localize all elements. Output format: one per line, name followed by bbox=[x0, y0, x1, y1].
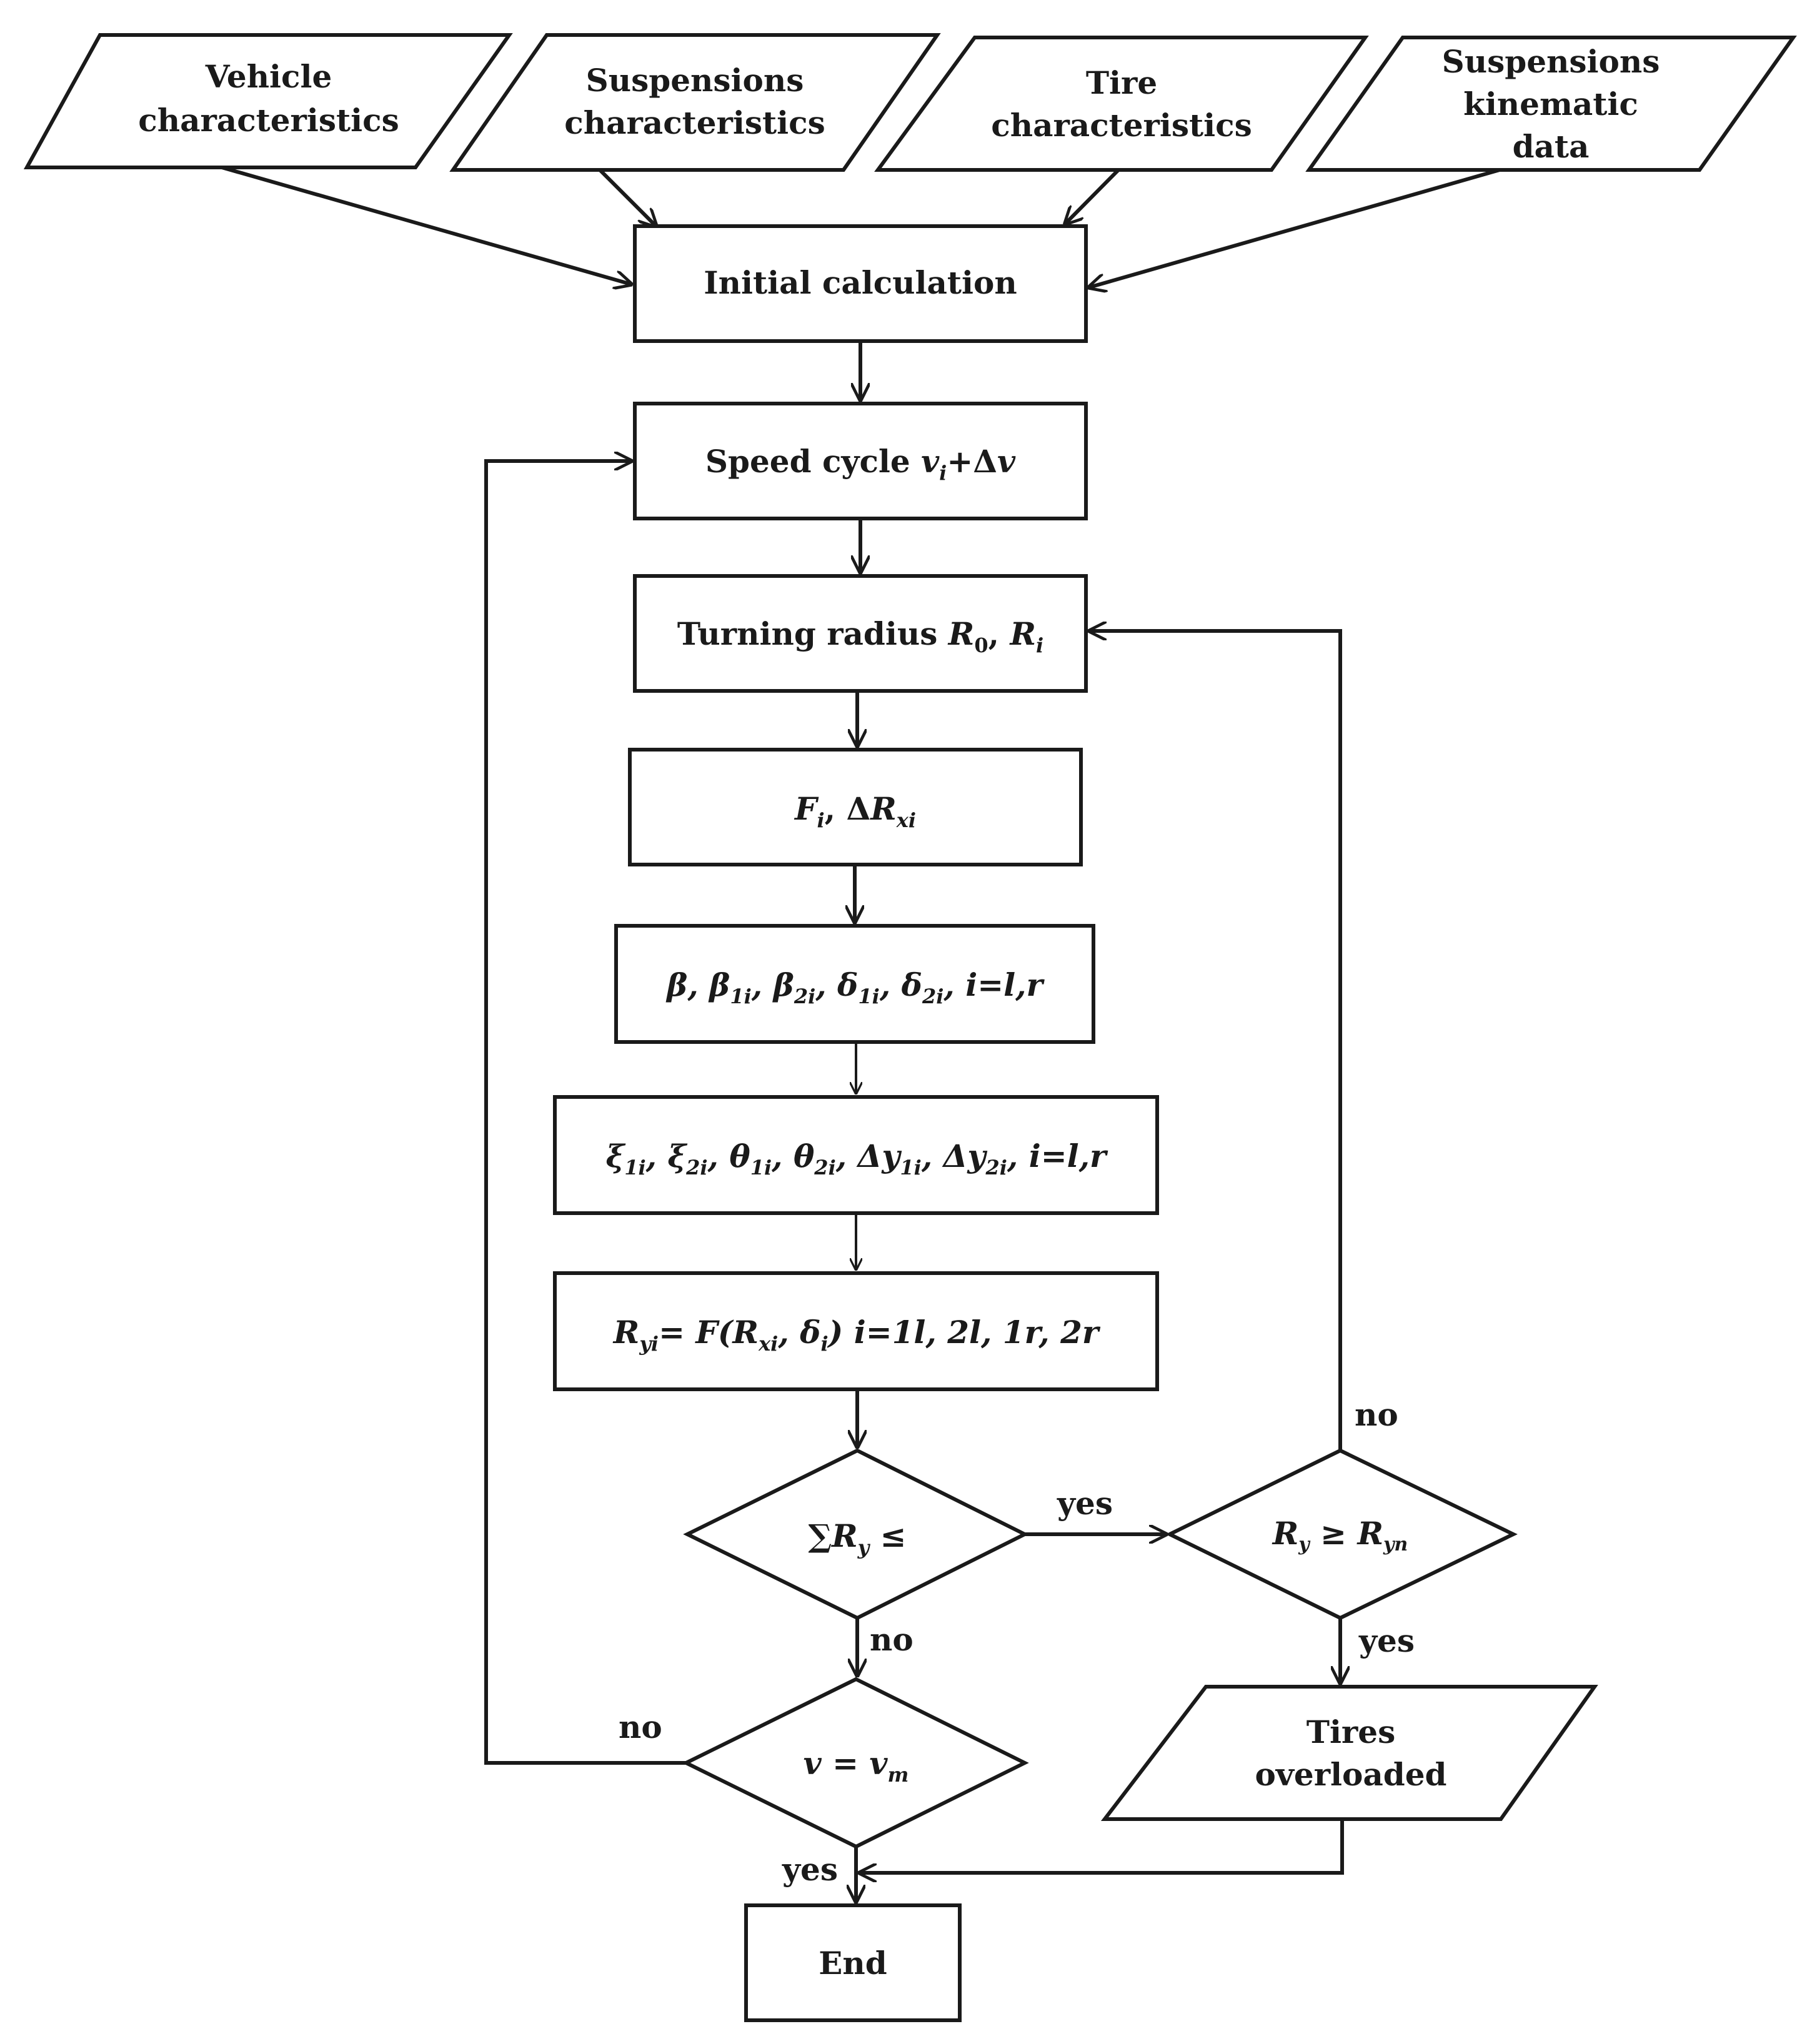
decision-ry-label: Ry ≥ Ryn bbox=[1272, 1515, 1408, 1555]
initial-calculation-label: Initial calculation bbox=[704, 264, 1017, 301]
label-no-left: no bbox=[619, 1709, 662, 1745]
turning-radius-label: Turning radius R0, Ri bbox=[677, 615, 1043, 657]
edge-ry-no-to-turning bbox=[1090, 631, 1342, 1451]
tires-line2: overloaded bbox=[1255, 1756, 1446, 1793]
box-forces: Fi, ΔRxi bbox=[628, 748, 1083, 866]
box-turning-radius: Turning radius R0, Ri bbox=[633, 574, 1088, 693]
label-yes-down: yes bbox=[1358, 1622, 1415, 1659]
kinematic-params-label: ξ1i, ξ2i, θ1i, θ2i, Δy1i, Δy2i, i=l,r bbox=[606, 1138, 1108, 1179]
vehicle-line1: Vehicle bbox=[205, 58, 332, 95]
edge-tires-to-end bbox=[860, 1819, 1344, 1873]
box-lateral-forces: Ryi= F(Rxi, δi) i=1l, 2l, 1r, 2r bbox=[553, 1271, 1159, 1391]
decision-sum-label: ∑Ry ≤ bbox=[808, 1517, 906, 1559]
edge-kinematic-to-initial bbox=[1089, 168, 1500, 287]
angles-label: β, β1i, β2i, δ1i, δ2i, i=l,r bbox=[665, 966, 1045, 1008]
tires-line1: Tires bbox=[1307, 1714, 1396, 1750]
decision-v-label: v = vm bbox=[804, 1745, 909, 1787]
kinematic-line3: data bbox=[1513, 128, 1590, 165]
suspensions-line2: characteristics bbox=[564, 104, 825, 141]
input-suspensions-kinematic-data: Suspensions kinematic data bbox=[1305, 36, 1797, 172]
kinematic-line2: kinematic bbox=[1463, 86, 1638, 122]
box-kinematic-params: ξ1i, ξ2i, θ1i, θ2i, Δy1i, Δy2i, i=l,r bbox=[553, 1095, 1159, 1215]
label-no-down: no bbox=[870, 1621, 913, 1658]
label-no-up: no bbox=[1355, 1396, 1398, 1433]
end-label: End bbox=[819, 1945, 887, 1982]
tire-line1: Tire bbox=[1086, 64, 1157, 101]
box-initial-calculation: Initial calculation bbox=[633, 224, 1088, 343]
box-speed-cycle: Speed cycle vi+Δv bbox=[633, 402, 1088, 520]
input-tire-characteristics: Tire characteristics bbox=[874, 36, 1369, 172]
edge-vehicle-to-initial bbox=[221, 166, 631, 284]
box-end: End bbox=[744, 1903, 962, 2022]
edge-v-no-to-speed bbox=[484, 461, 686, 1765]
decision-sum-ry: ∑Ry ≤ bbox=[683, 1448, 1029, 1620]
speed-cycle-label: Speed cycle vi+Δv bbox=[705, 443, 1016, 485]
output-tires-overloaded: Tires overloaded bbox=[1100, 1685, 1598, 1821]
edge-tire-to-initial bbox=[1065, 168, 1120, 224]
box-angles: β, β1i, β2i, δ1i, δ2i, i=l,r bbox=[614, 924, 1095, 1044]
decision-ry-ryn: Ry ≥ Ryn bbox=[1165, 1448, 1518, 1620]
tire-line2: characteristics bbox=[991, 107, 1252, 144]
suspensions-line1: Suspensions bbox=[586, 62, 804, 99]
kinematic-line1: Suspensions bbox=[1442, 43, 1660, 80]
label-yes-right: yes bbox=[1057, 1485, 1113, 1522]
lateral-forces-label: Ryi= F(Rxi, δi) i=1l, 2l, 1r, 2r bbox=[612, 1314, 1101, 1356]
input-suspensions-characteristics: Suspensions characteristics bbox=[449, 33, 941, 172]
vehicle-line2: characteristics bbox=[138, 102, 399, 139]
decision-v-vm: v = vm bbox=[682, 1677, 1029, 1849]
input-vehicle-characteristics: Vehicle characteristics bbox=[23, 33, 513, 169]
edge-suspensions-to-initial bbox=[598, 168, 656, 226]
label-yes-end: yes bbox=[782, 1851, 838, 1888]
forces-label: Fi, ΔRxi bbox=[794, 790, 916, 832]
